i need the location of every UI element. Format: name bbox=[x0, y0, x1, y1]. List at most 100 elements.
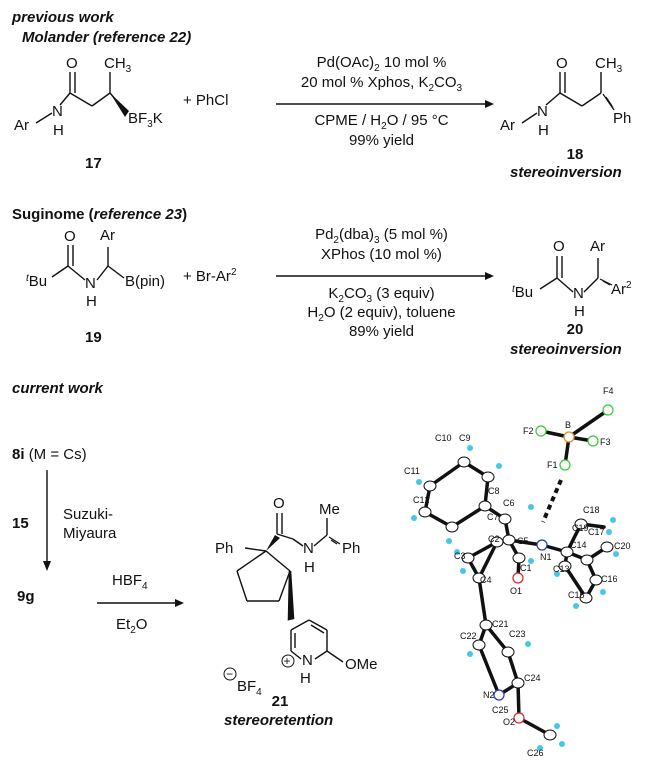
atom-n-20: N bbox=[573, 285, 584, 302]
atom-ph-18: Ph bbox=[613, 110, 631, 127]
step2-reagent: HBF4 bbox=[112, 572, 148, 592]
xray-label-c1: C1 bbox=[520, 563, 532, 573]
xray-carbon-atoms bbox=[418, 456, 614, 741]
xray-label-b: B bbox=[565, 420, 571, 430]
xray-label-c22: C22 bbox=[460, 631, 477, 641]
intermediate-9g: 9g bbox=[17, 588, 35, 605]
xray-label-c11: C11 bbox=[404, 466, 420, 476]
scheme2-condition-1: Pd2(dba)3 (5 mol %) bbox=[315, 226, 448, 246]
xray-label-c9: C9 bbox=[459, 433, 471, 443]
xray-label-c18: C18 bbox=[583, 505, 600, 515]
atom-ch3: CH3 bbox=[104, 55, 132, 75]
atom-tbu-20: tBu bbox=[512, 284, 533, 301]
atom-o-18: O bbox=[556, 55, 568, 72]
atom-bpin: B(pin) bbox=[125, 273, 165, 290]
compound-18-number: 18 bbox=[566, 146, 584, 163]
xray-label-n1: N1 bbox=[540, 552, 552, 562]
atom-o-20: O bbox=[553, 238, 565, 255]
minus-charge: − bbox=[226, 667, 233, 681]
atom-bf3k: BF3K bbox=[128, 110, 163, 130]
scheme1-product-note: stereoinversion bbox=[510, 164, 622, 181]
step1-line2: Miyaura bbox=[63, 525, 117, 542]
atom-ar-18: Ar bbox=[500, 117, 515, 134]
xray-label-c16: C16 bbox=[601, 574, 618, 584]
xray-label-c3: C3 bbox=[454, 551, 466, 561]
xray-label-o2: O2 bbox=[503, 717, 515, 727]
xray-label-c13: C13 bbox=[553, 564, 570, 574]
xray-hydrogen-atoms bbox=[411, 445, 619, 751]
scheme2-condition-4: H2O (2 equiv), toluene bbox=[307, 304, 456, 324]
xray-label-c26: C26 bbox=[527, 748, 544, 758]
xray-label-c15: C15 bbox=[568, 590, 585, 600]
xray-label-c4: C4 bbox=[480, 575, 492, 585]
atom-n-21: N bbox=[303, 540, 314, 557]
xray-label-c2: C2 bbox=[488, 534, 500, 544]
scheme1-reagent: + PhCl bbox=[183, 92, 229, 109]
previous-work-heading: previous work bbox=[12, 9, 114, 26]
atom-n: N bbox=[52, 103, 63, 120]
start-compound: 8i (M = Cs) bbox=[12, 446, 87, 463]
compound-19-number: 19 bbox=[85, 329, 102, 346]
step2-solvent: Et2O bbox=[116, 616, 148, 636]
xray-label-c21: C21 bbox=[492, 619, 509, 629]
xray-label-c25: C25 bbox=[492, 705, 509, 715]
atom-bf4: BF4 bbox=[237, 678, 262, 698]
xray-label-c19: C19 bbox=[572, 523, 589, 533]
xray-label-c6: C6 bbox=[503, 498, 515, 508]
scheme2-condition-3: K2CO3 (3 equiv) bbox=[328, 285, 435, 305]
xray-label-c17: C17 bbox=[588, 527, 605, 537]
atom-h-19: H bbox=[86, 293, 97, 310]
xray-hetero-atoms bbox=[493, 404, 614, 724]
atom-o: O bbox=[66, 55, 78, 72]
xray-label-c10: C10 bbox=[435, 433, 452, 443]
compound-20-number: 20 bbox=[566, 321, 584, 338]
molander-heading: Molander (reference 22) bbox=[22, 29, 192, 46]
scheme1-condition-4: 99% yield bbox=[348, 132, 415, 149]
atom-ar: Ar bbox=[14, 117, 29, 134]
xray-label-c7: C7 bbox=[487, 512, 499, 522]
xray-label-c8: C8 bbox=[488, 486, 500, 496]
scheme2-reagent: + Br-Ar2 bbox=[183, 267, 237, 285]
atom-ar-19: Ar bbox=[100, 227, 115, 244]
scheme3-product-note: stereoretention bbox=[224, 712, 334, 729]
xray-label-c14: C14 bbox=[570, 540, 587, 550]
xray-label-f4: F4 bbox=[603, 386, 614, 396]
scheme1-condition-3: CPME / H2O / 95 °C bbox=[314, 112, 449, 132]
atom-h-21: H bbox=[304, 559, 315, 576]
compound-17-number: 17 bbox=[85, 155, 102, 172]
current-work-heading: current work bbox=[12, 380, 103, 397]
atom-n-pyridinium: N bbox=[302, 652, 313, 669]
atom-ch3-18: CH3 bbox=[595, 55, 623, 75]
atom-ph-21b: Ph bbox=[342, 540, 360, 557]
atom-ar-20: Ar bbox=[590, 238, 605, 255]
atom-ome: OMe bbox=[345, 656, 378, 673]
xray-label-c20: C20 bbox=[614, 541, 631, 551]
step1-line1: Suzuki- bbox=[63, 506, 114, 523]
atom-h-18: H bbox=[538, 122, 549, 139]
scheme2-condition-5: 89% yield bbox=[348, 323, 415, 340]
atom-n-18: N bbox=[537, 103, 548, 120]
xray-label-c23: C23 bbox=[509, 629, 526, 639]
atom-o-19: O bbox=[64, 228, 76, 245]
scheme1-condition-2: 20 mol % Xphos, K2CO3 bbox=[300, 74, 463, 94]
xray-label-n2: N2 bbox=[483, 690, 495, 700]
atom-ph-21: Ph bbox=[215, 540, 233, 557]
atom-n-19: N bbox=[85, 275, 96, 292]
atom-o-21: O bbox=[273, 495, 285, 512]
xray-label-f3: F3 bbox=[600, 437, 611, 447]
atom-h: H bbox=[53, 122, 64, 139]
compound-21-number: 21 bbox=[271, 693, 289, 710]
scheme2-condition-2: XPhos (10 mol %) bbox=[321, 246, 442, 263]
atom-me-21: Me bbox=[319, 501, 340, 518]
scheme2-product-note: stereoinversion bbox=[510, 341, 622, 358]
plus-charge: + bbox=[284, 654, 291, 668]
reagent-15-number: 15 bbox=[12, 515, 29, 532]
xray-label-c5: C5 bbox=[517, 536, 529, 546]
scheme1-condition-1: Pd(OAc)2 10 mol % bbox=[316, 54, 447, 74]
xray-label-o1: O1 bbox=[510, 586, 522, 596]
xray-label-c24: C24 bbox=[524, 673, 541, 683]
xray-label-f1: F1 bbox=[547, 460, 558, 470]
